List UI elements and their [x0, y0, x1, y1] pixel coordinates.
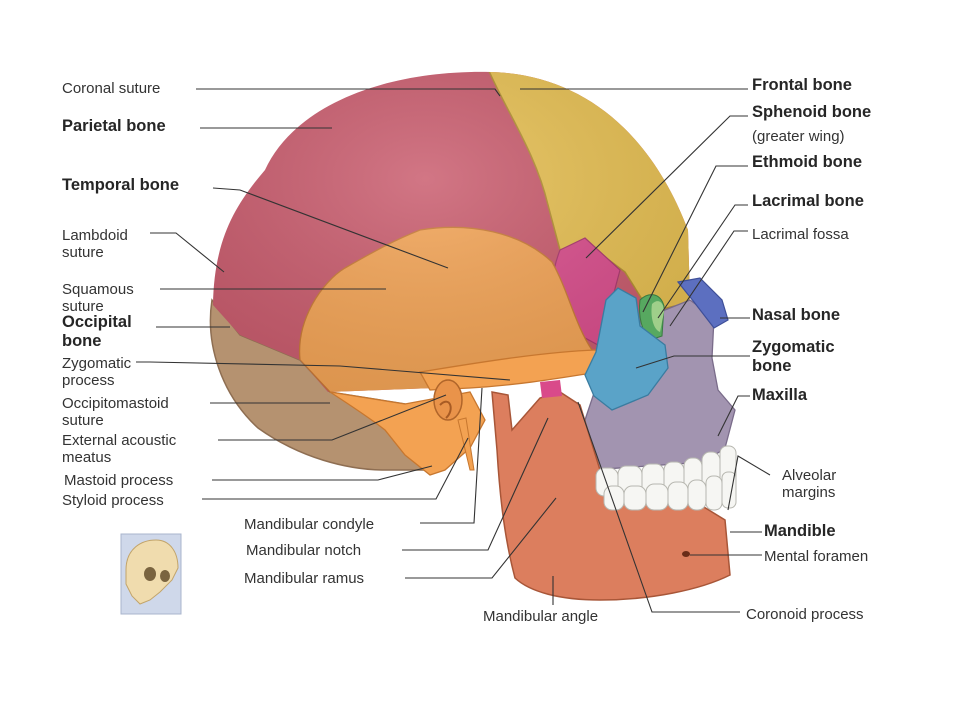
label-mandibular-notch: Mandibular notch	[246, 542, 362, 559]
label-mandibular-angle: Mandibular angle	[483, 608, 599, 625]
lacrimal-bone-shape	[651, 301, 664, 332]
label-zygomatic-process-line2: process	[62, 372, 115, 389]
label-occipital-bone-line1: Occipital	[62, 313, 132, 331]
label-alveolar-margins-line2: margins	[782, 484, 836, 501]
label-external-acoustic-meatus-line1: External acoustic	[62, 432, 177, 449]
label-mandibular-ramus: Mandibular ramus	[244, 570, 365, 587]
label-mandibular-condyle: Mandibular condyle	[244, 516, 375, 533]
label-external-acoustic-meatus: External acoustic meatus	[62, 432, 176, 466]
label-sphenoid-greater-wing: (greater wing)	[752, 128, 845, 145]
label-occipital-bone: Occipital bone	[62, 313, 132, 351]
label-squamous-suture: Squamous suture	[62, 281, 134, 315]
label-squamous-suture-line2: suture	[62, 298, 104, 315]
label-squamous-suture-line1: Squamous	[62, 281, 134, 298]
label-parietal-bone: Parietal bone	[62, 117, 166, 135]
label-zygomatic-bone-line1: Zygomatic	[752, 338, 835, 356]
label-lacrimal-bone: Lacrimal bone	[752, 192, 864, 210]
skull-thumbnail-inset	[120, 533, 182, 615]
label-mastoid-process: Mastoid process	[64, 472, 174, 489]
label-zygomatic-process-line1: Zygomatic	[62, 355, 132, 372]
label-alveolar-margins-line1: Alveolar	[782, 467, 837, 484]
label-sphenoid-bone: Sphenoid bone	[752, 103, 872, 121]
label-occipitomastoid-suture-line1: Occipitomastoid	[62, 395, 169, 412]
label-zygomatic-process: Zygomatic process	[62, 355, 131, 389]
label-frontal-bone: Frontal bone	[752, 76, 852, 94]
label-lambdoid-suture: Lambdoid suture	[62, 227, 128, 261]
label-maxilla: Maxilla	[752, 386, 808, 404]
label-styloid-process: Styloid process	[62, 492, 164, 509]
label-alveolar-margins: Alveolar margins	[782, 467, 836, 501]
zygomatic-bone-shape	[584, 287, 669, 411]
label-coronoid-process: Coronoid process	[746, 606, 864, 623]
label-zygomatic-bone: Zygomatic bone	[752, 338, 835, 376]
leader-lines	[136, 88, 771, 613]
label-occipital-bone-line2: bone	[62, 332, 102, 350]
label-coronal-suture: Coronal suture	[62, 80, 161, 97]
label-occipitomastoid-suture-line2: suture	[62, 412, 104, 429]
styloid-process-shape	[457, 417, 475, 471]
label-zygomatic-bone-line2: bone	[752, 357, 792, 375]
label-nasal-bone: Nasal bone	[752, 306, 841, 324]
label-lambdoid-suture-line2: suture	[62, 244, 104, 261]
label-mental-foramen: Mental foramen	[764, 548, 869, 565]
lower-teeth	[603, 471, 737, 511]
external-acoustic-meatus-shape	[433, 379, 463, 421]
label-temporal-bone: Temporal bone	[62, 176, 180, 194]
label-lacrimal-fossa: Lacrimal fossa	[752, 226, 849, 243]
nasal-bone-shape	[676, 277, 729, 329]
mental-foramen-shape	[682, 551, 690, 557]
label-ethmoid-bone: Ethmoid bone	[752, 153, 862, 171]
label-lambdoid-suture-line1: Lambdoid	[62, 227, 128, 244]
label-occipitomastoid-suture: Occipitomastoid suture	[62, 395, 169, 429]
label-external-acoustic-meatus-line2: meatus	[62, 449, 112, 466]
label-mandible: Mandible	[764, 522, 836, 540]
